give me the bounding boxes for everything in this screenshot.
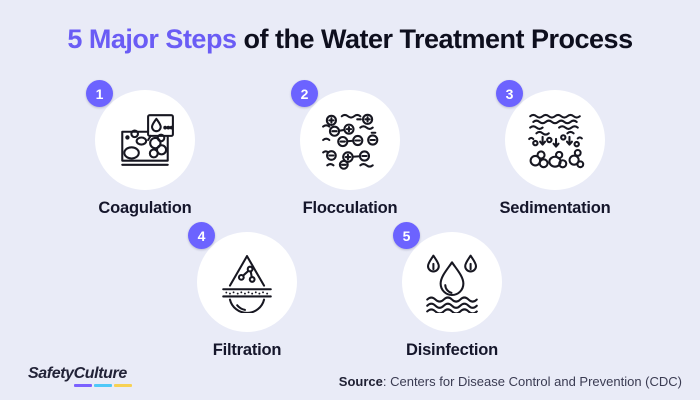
- safetyculture-logo: SafetyCulture: [28, 366, 132, 387]
- title-highlight: 5 Major Steps: [67, 24, 237, 54]
- step-flocculation: 2: [270, 80, 430, 218]
- logo-part-safety: Safety: [28, 365, 74, 382]
- source-label: Source: [338, 374, 383, 389]
- flocculation-particles-icon: [322, 113, 379, 170]
- disinfection-droplets-icon: [426, 254, 478, 313]
- step-icon-circle: [300, 90, 400, 190]
- logo-underline-yellow-segment: [114, 384, 132, 387]
- title-rest: of the Water Treatment Process: [243, 24, 633, 54]
- step-disinfection: 5 Disinfection: [372, 222, 532, 360]
- step-icon-circle: [95, 90, 195, 190]
- step-label: Disinfection: [405, 341, 499, 359]
- logo-underline: [74, 384, 132, 387]
- logo-part-culture: Culture: [73, 365, 128, 382]
- source-text: : Centers for Disease Control and Preven…: [382, 374, 682, 389]
- step-label: Sedimentation: [499, 199, 611, 217]
- coagulation-tank-icon: [121, 114, 174, 166]
- step-number-badge: 3: [496, 80, 523, 107]
- step-icon-circle: [505, 90, 605, 190]
- step-coagulation: 1: [65, 80, 225, 218]
- step-number-badge: 1: [86, 80, 113, 107]
- logo-underline-blue-segment: [94, 384, 112, 387]
- step-number-badge: 2: [291, 80, 318, 107]
- step-number-badge: 4: [188, 222, 215, 249]
- logo-underline-purple-segment: [74, 384, 92, 387]
- step-number-badge: 5: [393, 222, 420, 249]
- step-label: Filtration: [212, 341, 282, 359]
- filtration-droplet-icon: [222, 255, 272, 313]
- step-label: Coagulation: [98, 199, 192, 217]
- step-filtration: 4: [167, 222, 327, 360]
- source-attribution: Source: Centers for Disease Control and …: [339, 374, 682, 389]
- logo-text: SafetyCulture: [28, 365, 127, 382]
- step-sedimentation: 3: [475, 80, 635, 218]
- step-icon-circle: [402, 232, 502, 332]
- step-label: Flocculation: [302, 199, 398, 217]
- sedimentation-settling-icon: [528, 113, 585, 169]
- step-icon-circle: [197, 232, 297, 332]
